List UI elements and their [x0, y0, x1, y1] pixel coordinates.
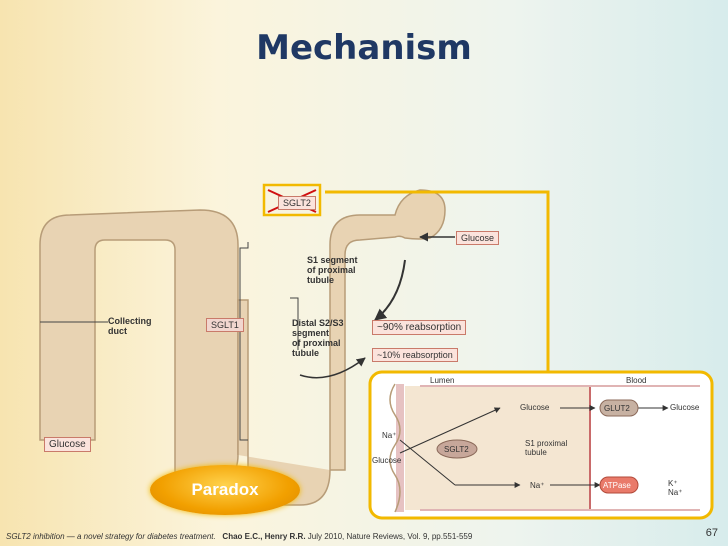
atpase-transporter: [599, 476, 639, 494]
s1-segment-label: S1 segment of proximal tubule: [307, 255, 358, 285]
citation-authors: Chao E.C., Henry R.R.: [222, 532, 306, 541]
glucose-output-label: Glucose: [44, 437, 91, 452]
highlight-frame: [325, 190, 550, 372]
atpase-label: ATPase: [603, 481, 631, 490]
page-number: 67: [705, 527, 718, 539]
citation-title: SGLT2 inhibition — a novel strategy for …: [6, 532, 216, 541]
collecting-duct-label: Collecting duct: [108, 316, 152, 336]
paradox-label: Paradox: [191, 480, 259, 499]
citation-footer: SGLT2 inhibition — a novel strategy for …: [6, 532, 472, 541]
glucose-input-label: Glucose: [456, 231, 500, 245]
slide-title: Mechanism: [256, 28, 472, 68]
sglt2-transporter: [436, 439, 478, 459]
glut2-transporter: [599, 399, 639, 417]
na-left-label: Na⁺: [382, 431, 397, 440]
reabsorption-90-box: ~90% reabsorption: [372, 320, 467, 335]
reabsorption-10-box: ~10% reabsorption: [372, 348, 458, 362]
lumen-label: Lumen: [430, 376, 455, 385]
na-mid-label: Na⁺: [530, 481, 545, 490]
glucose-left-label: Glucose: [372, 456, 402, 465]
blood-label: Blood: [626, 376, 647, 385]
reabsorption-arrow-90: [374, 259, 406, 321]
sglt1-bracket: [239, 242, 249, 441]
s1-bracket: [290, 297, 299, 350]
sglt1-box: SGLT1: [206, 318, 244, 332]
cell-membrane: [389, 383, 401, 513]
reabsorption-arrow-10: [299, 357, 366, 379]
glut2-label: GLUT2: [604, 404, 630, 413]
glucose-mid-label: Glucose: [520, 403, 550, 412]
sglt2-crossed-box: SGLT2: [278, 196, 316, 210]
distal-segment-label: Distal S2/S3 segment of proximal tubule: [292, 318, 344, 358]
citation-details: July 2010, Nature Reviews, Vol. 9, pp.55…: [305, 532, 473, 541]
glucose-right-label: Glucose: [670, 403, 700, 412]
k-na-label: K⁺ Na⁺: [668, 479, 683, 497]
sglt2-label: SGLT2: [444, 445, 469, 454]
s1-proximal-label: S1 proximal tubule: [525, 439, 568, 457]
paradox-badge: Paradox: [150, 465, 300, 515]
